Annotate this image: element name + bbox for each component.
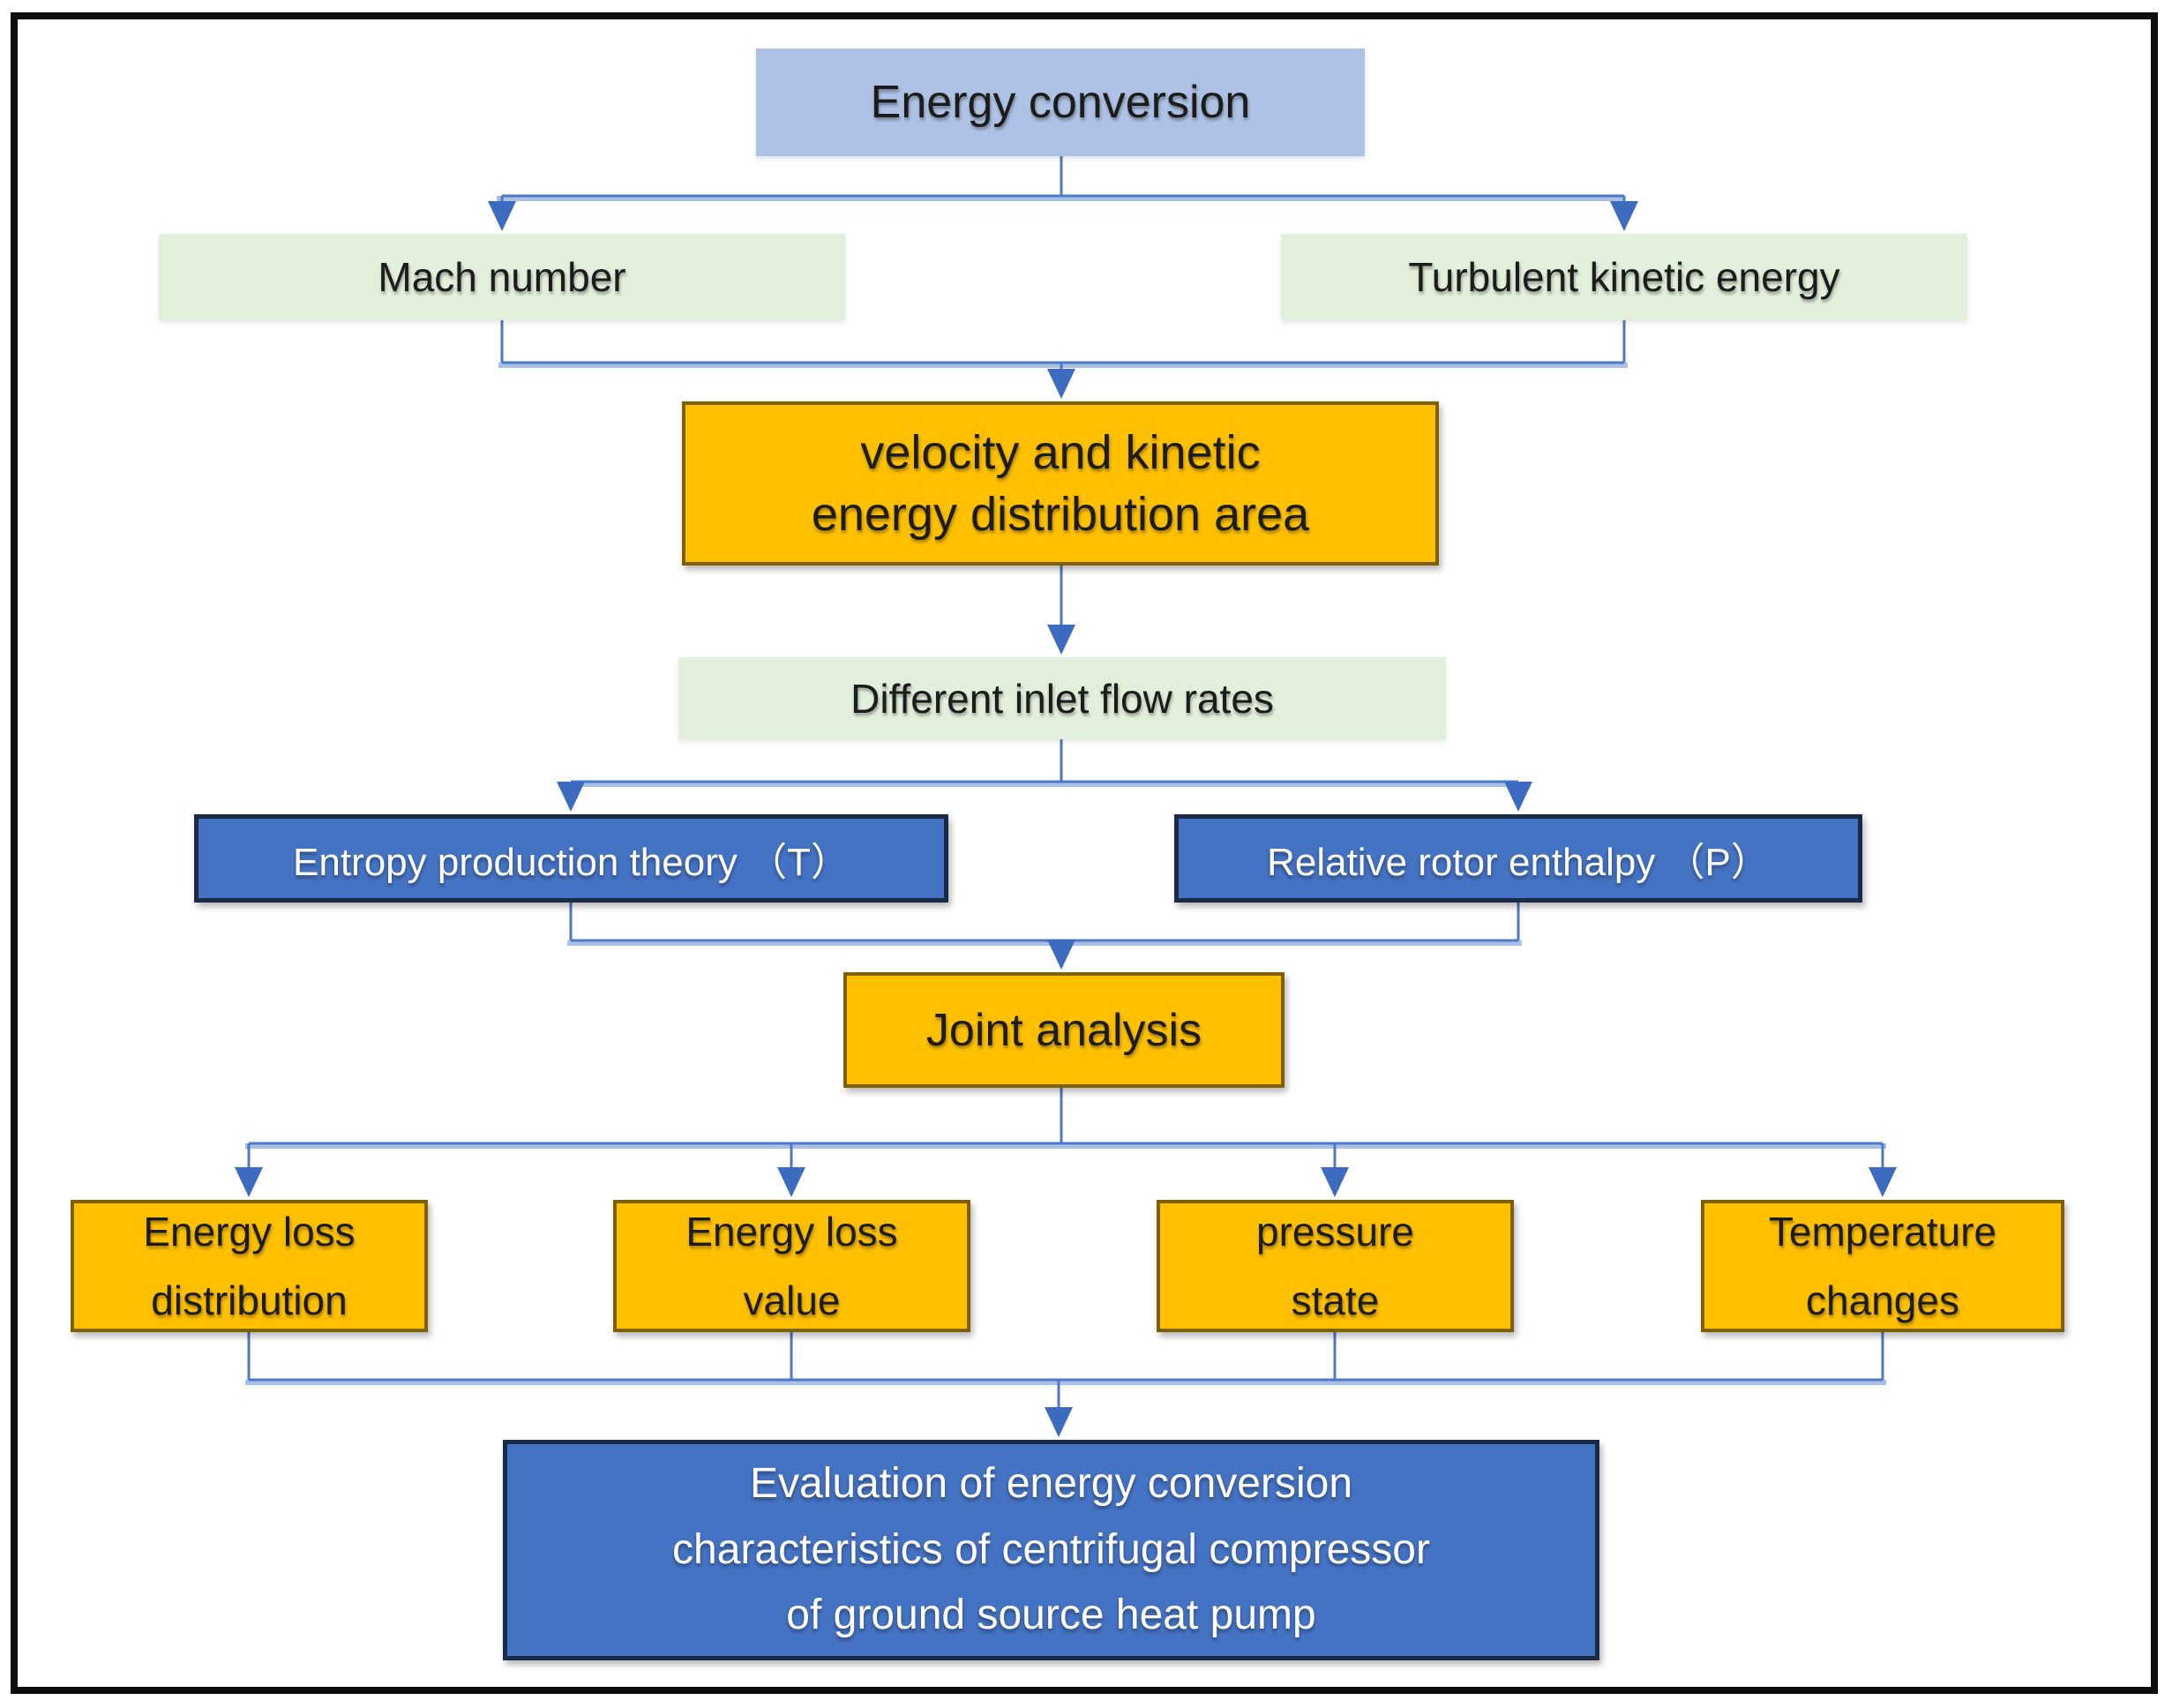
node-velocity-area: velocity and kinetic energy distribution…	[682, 401, 1439, 566]
node-turbulent-kinetic-energy: Turbulent kinetic energy	[1281, 234, 1967, 320]
node-energy-loss-value: Energy loss value	[613, 1200, 970, 1332]
node-temperature-changes-label: Temperature changes	[1768, 1208, 1997, 1323]
node-evaluation: Evaluation of energy conversion characte…	[503, 1440, 1599, 1660]
node-pressure-state-label: pressure state	[1256, 1208, 1414, 1323]
node-joint-analysis-label: Joint analysis	[925, 1004, 1202, 1056]
node-pressure-state: pressure state	[1157, 1200, 1514, 1332]
node-relative-rotor-enthalpy: Relative rotor enthalpy （P）	[1174, 814, 1862, 903]
node-entropy-production-theory-label: Entropy production theory （T）	[293, 841, 850, 884]
arrowheads	[235, 201, 1897, 1437]
node-temperature-changes: Temperature changes	[1701, 1200, 2064, 1332]
node-different-inlet-flow-rates-label: Different inlet flow rates	[850, 675, 1274, 722]
node-energy-loss-distribution: Energy loss distribution	[71, 1200, 428, 1332]
node-entropy-production-theory: Entropy production theory （T）	[194, 814, 948, 903]
node-energy-loss-distribution-label: Energy loss distribution	[143, 1208, 356, 1323]
node-velocity-area-label: velocity and kinetic energy distribution…	[811, 425, 1310, 541]
connector-light-strokes	[245, 196, 1886, 1385]
node-evaluation-label: Evaluation of energy conversion characte…	[672, 1460, 1430, 1639]
node-joint-analysis: Joint analysis	[843, 972, 1284, 1088]
node-mach-number: Mach number	[159, 234, 845, 320]
node-energy-loss-value-label: Energy loss value	[685, 1208, 898, 1323]
node-relative-rotor-enthalpy-label: Relative rotor enthalpy （P）	[1267, 841, 1770, 884]
node-energy-conversion: Energy conversion	[756, 49, 1365, 156]
node-different-inlet-flow-rates: Different inlet flow rates	[678, 657, 1446, 739]
node-turbulent-kinetic-energy-label: Turbulent kinetic energy	[1408, 254, 1840, 300]
connector-dark-strokes	[247, 156, 1884, 1426]
node-mach-number-label: Mach number	[378, 254, 626, 300]
node-energy-conversion-label: Energy conversion	[870, 77, 1251, 128]
